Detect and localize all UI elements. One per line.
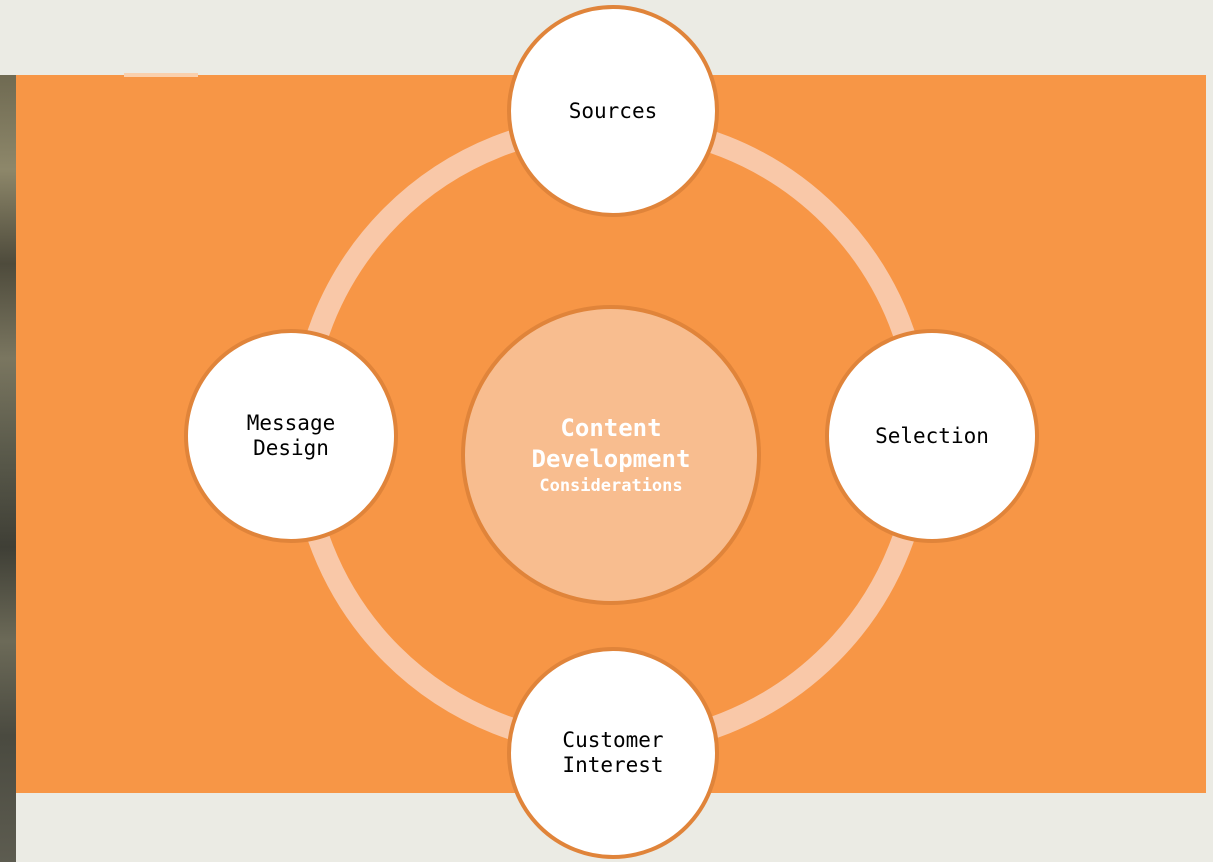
node-message-design-label: Message Design <box>246 411 336 460</box>
node-sources-label: Sources <box>568 98 658 123</box>
node-message-design: Message Design <box>184 329 398 543</box>
center-circle: Content Development Considerations <box>461 305 761 605</box>
node-customer-interest-label: Customer Interest <box>562 728 664 777</box>
photo-edge-strip <box>0 75 16 862</box>
center-subtitle: Considerations <box>539 476 683 496</box>
node-selection-label: Selection <box>875 423 989 448</box>
node-customer-interest: Customer Interest <box>507 647 719 859</box>
node-selection: Selection <box>825 329 1039 543</box>
center-title-line2: Development <box>531 445 691 473</box>
center-title-line1: Content <box>560 414 662 442</box>
banner-notch <box>124 73 198 77</box>
node-sources: Sources <box>507 5 719 217</box>
